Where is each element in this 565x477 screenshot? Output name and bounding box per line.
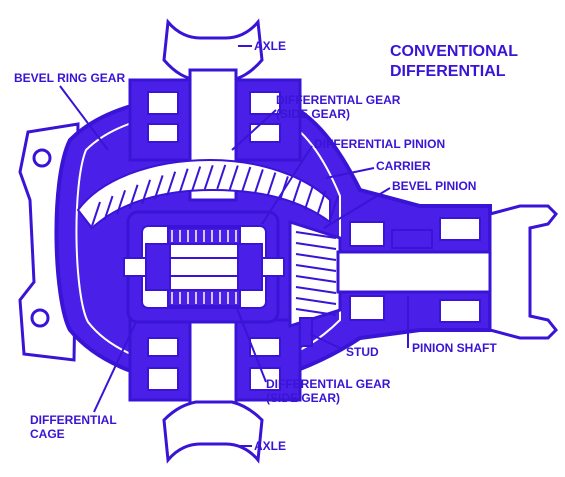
ring-gear-tooth xyxy=(303,185,314,210)
diagram-title-line1: CONVENTIONAL xyxy=(390,43,518,60)
bottom-bearing-right xyxy=(249,337,281,357)
label-diff-cage-1: DIFFERENTIAL xyxy=(30,413,117,427)
companion-flange-yoke xyxy=(488,204,559,340)
top-seal-right xyxy=(249,123,281,143)
top-bearing-right xyxy=(249,91,281,115)
differential-cage xyxy=(123,210,285,324)
leader-bevel-ring-gear xyxy=(59,85,109,151)
ring-gear-tooth xyxy=(103,195,114,221)
bevel-pinion-tooth xyxy=(295,264,337,272)
pinion-bearing-rear-bottom xyxy=(439,299,481,323)
label-axle-bottom: AXLE xyxy=(254,439,286,453)
label-diff-cage-2: CAGE xyxy=(30,427,65,441)
stud-body xyxy=(299,317,313,347)
bevel-pinion-tooth xyxy=(295,242,337,250)
flange-bolt-hole-bottom xyxy=(30,308,50,328)
ring-gear-tooth xyxy=(203,164,214,190)
leader-stud xyxy=(309,333,341,349)
top-axle-yoke xyxy=(162,18,264,82)
ring-gear-tooth xyxy=(116,190,127,215)
bevel-pinion-tooth xyxy=(295,308,337,316)
label-axle-top: AXLE xyxy=(254,39,286,53)
pinion-assembly xyxy=(288,204,559,340)
stud xyxy=(299,317,313,347)
ring-gear-tooth xyxy=(153,175,164,200)
bevel-pinion-tooth xyxy=(295,297,337,305)
top-seal-left xyxy=(147,123,179,143)
top-bearing-left xyxy=(147,91,179,115)
label-stud: STUD xyxy=(346,345,379,359)
pinion-bearing-front-bottom xyxy=(349,295,385,321)
pinion-bearing-rear-top xyxy=(439,217,481,241)
ring-gear-tooth xyxy=(253,169,264,194)
bevel-pinion-tooth xyxy=(295,231,337,239)
ring-gear-tooth xyxy=(178,168,189,193)
ring-gear-tooth xyxy=(191,166,202,191)
bottom-axle-yoke xyxy=(162,400,264,464)
label-diff-gear-bottom-2: (SIDE GEAR) xyxy=(266,391,340,405)
pinion-spacer xyxy=(391,229,433,249)
differential-pinion-right xyxy=(237,243,263,291)
leader-bevel-pinion xyxy=(323,187,391,229)
ring-gear-tooth xyxy=(216,164,227,190)
ring-gear-tooth xyxy=(91,201,101,227)
ring-gear-tooth xyxy=(266,172,277,197)
ring-gear-tooth xyxy=(316,190,327,216)
pinion-shaft xyxy=(336,250,520,294)
leader-diff-gear-top xyxy=(231,109,277,151)
label-carrier: CARRIER xyxy=(376,159,431,173)
bevel-pinion-tooth xyxy=(295,286,337,294)
differential-pinion-left xyxy=(145,243,171,291)
ring-gear-tooth xyxy=(128,184,139,210)
leader-diff-gear-bottom xyxy=(235,305,267,383)
label-diff-gear-bottom-1: DIFFERENTIAL GEAR xyxy=(266,377,391,391)
ring-gear-tooth xyxy=(241,166,252,192)
bevel-ring-gear xyxy=(76,158,339,230)
pinion-bearing-front-top xyxy=(349,221,385,247)
leader-diff-pinion xyxy=(261,145,313,225)
bottom-seal-left xyxy=(147,367,179,391)
label-diff-gear-top-2: (SIDE GEAR) xyxy=(276,107,350,121)
ring-gear-tooth xyxy=(141,179,152,205)
diagram-title-line2: DIFFERENTIAL xyxy=(390,63,506,80)
ring-gear-tooth xyxy=(166,171,177,196)
leader-carrier xyxy=(325,167,375,179)
ring-gear-tooth xyxy=(291,180,302,206)
ring-gear-tooth xyxy=(228,165,239,190)
leader-diff-cage xyxy=(93,321,137,413)
ring-gear-tooth xyxy=(329,195,339,221)
label-bevel-ring-gear: BEVEL RING GEAR xyxy=(14,71,125,85)
label-bevel-pinion: BEVEL PINION xyxy=(392,179,476,193)
flange-bolt-hole-top xyxy=(32,148,52,168)
label-diff-gear-top-1: DIFFERENTIAL GEAR xyxy=(276,93,401,107)
leader-lines xyxy=(59,45,409,447)
bevel-pinion-tooth xyxy=(295,253,337,261)
bottom-bearing-left xyxy=(147,337,179,357)
label-diff-pinion: DIFFERENTIAL PINION xyxy=(314,137,445,151)
ring-gear-teeth-band xyxy=(76,158,331,230)
label-pinion-shaft: PINION SHAFT xyxy=(412,341,497,355)
bevel-pinion-tooth xyxy=(295,275,337,283)
